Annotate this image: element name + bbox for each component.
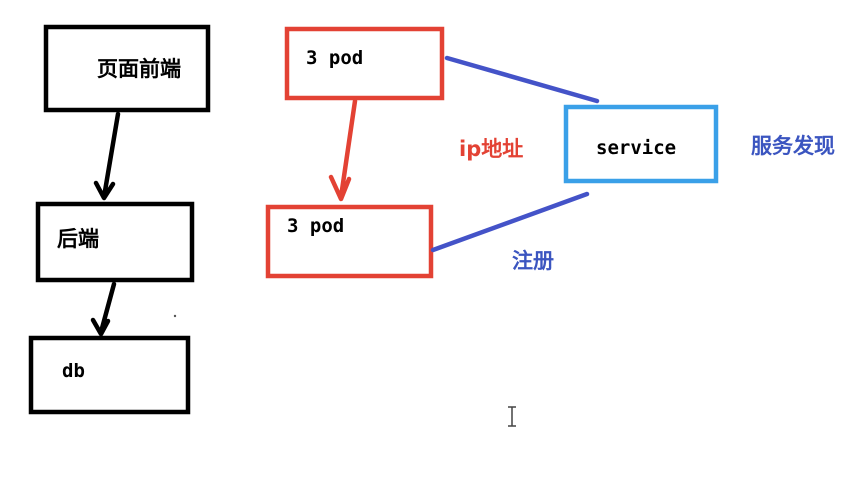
frontend-label: 页面前端: [97, 57, 181, 81]
arrow-pod-top-to-pod-bottom: [328, 98, 358, 202]
backend-box: [35, 201, 195, 283]
stray-dot: [173, 314, 177, 318]
service-discovery-annotation: 服务发现: [751, 134, 835, 158]
backend-label: 后端: [57, 227, 99, 251]
db-box: [28, 335, 191, 415]
line-pod-top-to-service: [444, 55, 600, 104]
text-cursor-icon: [508, 406, 516, 427]
db-label: db: [62, 360, 85, 382]
pod-bottom-label: 3 pod: [287, 215, 344, 237]
line-pod-bottom-to-service: [430, 191, 590, 253]
frontend-box: [43, 24, 211, 113]
pod-top-box: [284, 26, 445, 101]
service-label: service: [596, 137, 676, 159]
pod-bottom-box: [265, 204, 434, 279]
arrow-backend-to-db: [90, 281, 117, 337]
arrow-frontend-to-backend: [93, 111, 121, 201]
service-box: [563, 104, 719, 184]
pod-top-label: 3 pod: [306, 47, 363, 69]
ip-address-annotation: ip地址: [459, 137, 523, 161]
register-annotation: 注册: [512, 249, 554, 273]
